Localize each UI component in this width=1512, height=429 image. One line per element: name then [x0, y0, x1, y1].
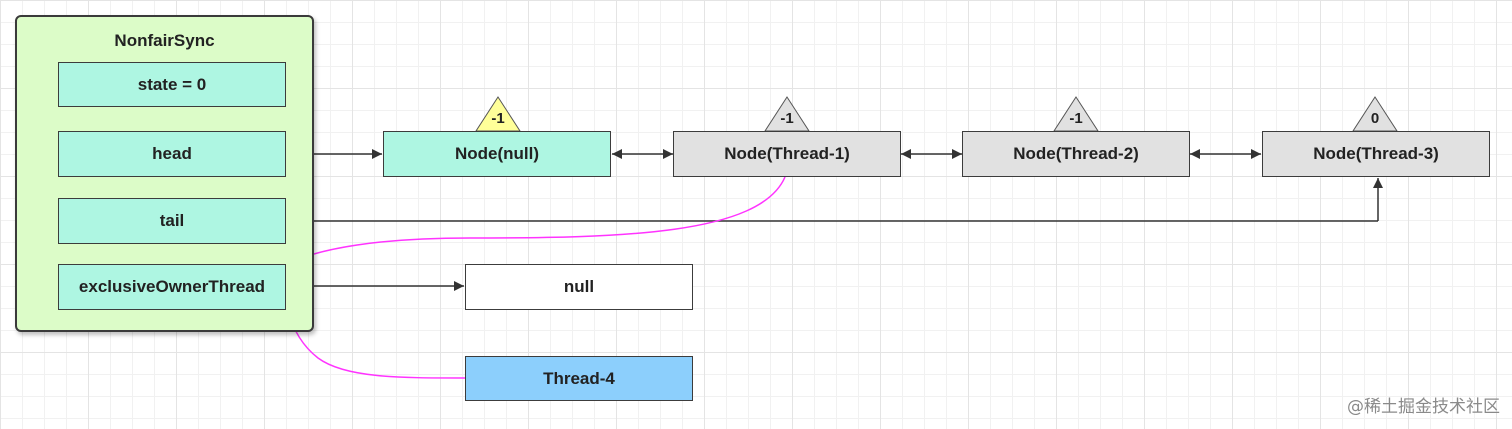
queue-node-thread-2: Node(Thread-2)	[962, 131, 1190, 177]
queue-node-null: Node(null)	[383, 131, 611, 177]
exclusive-owner-thread-field: exclusiveOwnerThread	[58, 264, 286, 310]
queue-node-thread-1: Node(Thread-1)	[673, 131, 901, 177]
thread4-cas-arrow	[288, 310, 466, 379]
thread-4-box: Thread-4	[465, 356, 693, 401]
waitstatus-label-node0: -1	[491, 110, 505, 127]
owner-null-value: null	[465, 264, 693, 310]
head-field: head	[58, 131, 286, 177]
waitstatus-label-node2: -1	[1069, 110, 1083, 127]
waitstatus-label-node1: -1	[780, 110, 794, 127]
waitstatus-label-node3: 0	[1370, 110, 1380, 127]
watermark-text: @稀土掘金技术社区	[1347, 397, 1500, 417]
thread1-cas-arrow	[287, 176, 786, 264]
tail-field: tail	[58, 198, 286, 244]
state-field: state = 0	[58, 62, 286, 107]
queue-node-thread-3: Node(Thread-3)	[1262, 131, 1490, 177]
nonfairsync-title: NonfairSync	[114, 31, 215, 50]
